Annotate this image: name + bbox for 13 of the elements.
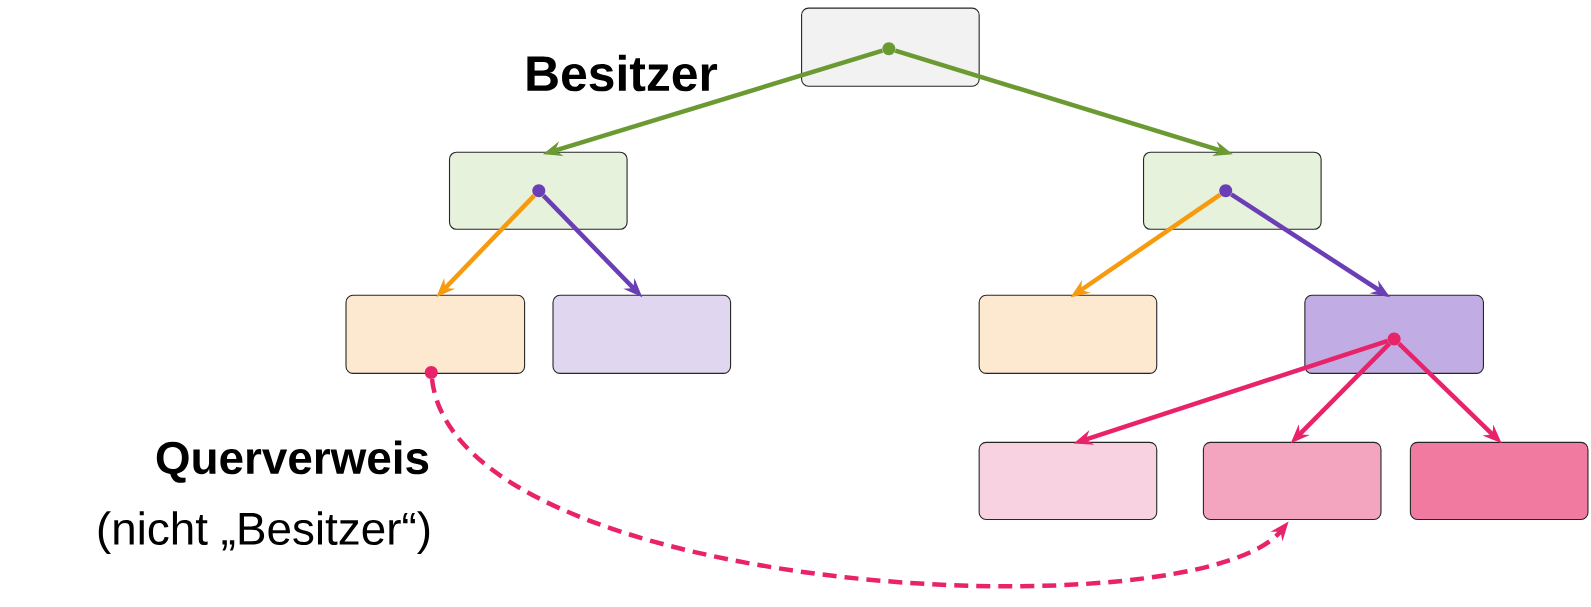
box [1409,441,1589,521]
box [448,151,628,230]
box [345,294,526,374]
box [552,294,732,374]
label: (nicht „Besitzer“) [98,511,430,555]
box [1202,441,1382,521]
box [978,294,1158,374]
box [1143,151,1322,230]
box [978,441,1158,521]
box [1304,294,1484,374]
label: Besitzer [527,54,718,92]
box [801,7,980,87]
label: Querverweis [156,440,429,483]
